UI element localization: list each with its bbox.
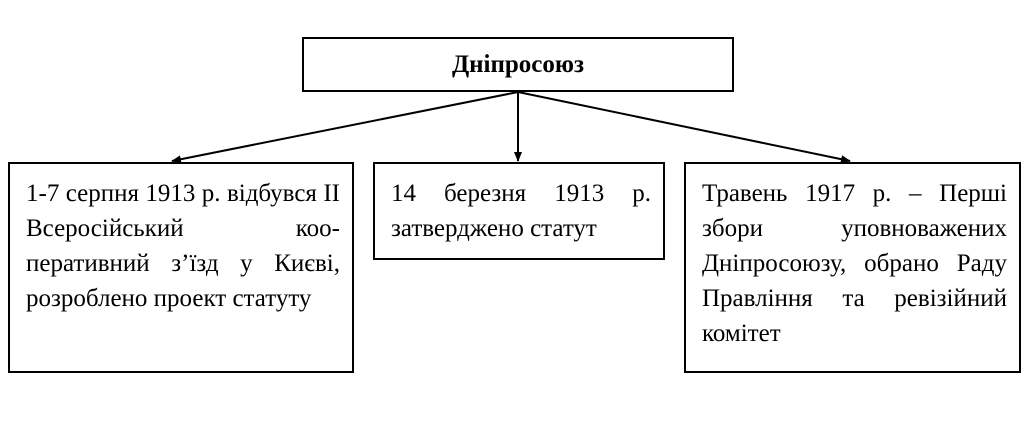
child-box-left: 1-7 серпня 1913 р. відбув­ся ІІ Всеросій… — [8, 162, 354, 373]
child-box-middle: 14 березня 1913 р. затверджено статут — [373, 162, 665, 260]
arrow-to-left-box — [171, 91, 519, 164]
root-box: Дніпросоюз — [302, 37, 734, 92]
arrow-to-right-box — [517, 91, 851, 164]
child-text-right: Травень 1917 р. – Перші збори уповноваже… — [702, 180, 1007, 347]
child-text-left: 1-7 серпня 1913 р. відбув­ся ІІ Всеросій… — [26, 180, 340, 312]
child-box-right: Травень 1917 р. – Перші збори уповноваже… — [684, 162, 1021, 373]
child-text-middle: 14 березня 1913 р. затверджено статут — [391, 180, 651, 242]
root-title: Дніпросоюз — [451, 51, 585, 78]
